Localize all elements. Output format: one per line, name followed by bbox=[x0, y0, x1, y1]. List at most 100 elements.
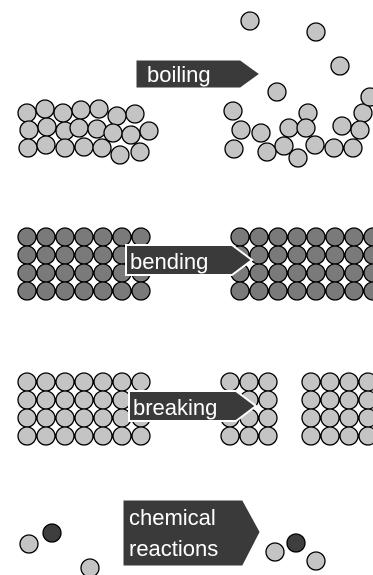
bending-right-atom bbox=[325, 245, 345, 265]
breaking-left-atom bbox=[93, 408, 113, 428]
breaking-arrow-shape bbox=[128, 390, 258, 422]
boiling-right-atom bbox=[288, 148, 308, 168]
breaking-left-atom bbox=[36, 390, 56, 410]
breaking-middle-atom bbox=[258, 408, 278, 428]
breaking-middle-atom bbox=[220, 426, 240, 446]
boiling-arrow-shape bbox=[136, 60, 259, 88]
boiling-arrow: boiling bbox=[136, 60, 259, 88]
breaking-right-atom bbox=[339, 426, 359, 446]
breaking-left-atom bbox=[17, 426, 37, 446]
product-light-atom-2 bbox=[306, 551, 326, 571]
bending-right-atom bbox=[363, 263, 373, 283]
boiling-gas-atom bbox=[240, 11, 260, 31]
bending-right-atom bbox=[325, 227, 345, 247]
breaking-left-atom bbox=[36, 426, 56, 446]
boiling-right-atom bbox=[353, 103, 373, 123]
chemical-reactions-arrow: chemical reactions bbox=[123, 500, 260, 566]
bending-left-atom bbox=[74, 227, 94, 247]
breaking-left-atom bbox=[55, 426, 75, 446]
breaking-right-atom bbox=[320, 408, 340, 428]
bending-right-atom bbox=[249, 245, 269, 265]
bending-right-atom bbox=[325, 281, 345, 301]
breaking-left-atom bbox=[131, 372, 151, 392]
bending-left-atom bbox=[93, 263, 113, 283]
breaking-right-atom bbox=[301, 426, 321, 446]
breaking-right-atom bbox=[301, 390, 321, 410]
boiling-right-atom bbox=[224, 139, 244, 159]
boiling-liquid-atom bbox=[121, 125, 141, 145]
reactant-dark-atom bbox=[42, 523, 62, 543]
bending-right-atom bbox=[306, 227, 326, 247]
chemical-reactions-arrow-shape bbox=[123, 500, 260, 566]
breaking-left-atom bbox=[74, 426, 94, 446]
bending-right-atom bbox=[325, 263, 345, 283]
breaking-left-atom bbox=[93, 372, 113, 392]
bending-right-atom bbox=[287, 281, 307, 301]
bending-right-atom bbox=[268, 281, 288, 301]
bending-left-atom bbox=[17, 281, 37, 301]
bending-left-atom bbox=[36, 245, 56, 265]
bending-left-atom bbox=[93, 281, 113, 301]
boiling-liquid-atom bbox=[69, 118, 89, 138]
breaking-right-atom bbox=[320, 372, 340, 392]
bending-left-atom bbox=[93, 245, 113, 265]
breaking-right-atom bbox=[358, 390, 373, 410]
breaking-right-atom bbox=[358, 372, 373, 392]
breaking-middle-atom bbox=[258, 390, 278, 410]
boiling-liquid-atom bbox=[107, 106, 127, 126]
bending-right-atom bbox=[287, 227, 307, 247]
bending-left-atom bbox=[74, 245, 94, 265]
breaking-right-atom bbox=[320, 390, 340, 410]
bending-left-atom bbox=[17, 227, 37, 247]
bending-left-atom bbox=[55, 245, 75, 265]
breaking-middle-atom bbox=[220, 372, 240, 392]
breaking-right-atom bbox=[301, 408, 321, 428]
boiling-gas-atom bbox=[330, 56, 350, 76]
reactant-light-atom bbox=[19, 534, 39, 554]
boiling-right-atom bbox=[257, 142, 277, 162]
breaking-right-atom bbox=[358, 408, 373, 428]
boiling-right-atom bbox=[279, 118, 299, 138]
bending-right-atom bbox=[306, 281, 326, 301]
boiling-right-atom bbox=[274, 136, 294, 156]
breaking-left-atom bbox=[55, 408, 75, 428]
breaking-right-atom bbox=[339, 390, 359, 410]
boiling-liquid-atom bbox=[37, 117, 57, 137]
bending-left-atom bbox=[55, 263, 75, 283]
bending-right-atom bbox=[344, 245, 364, 265]
breaking-left-atom bbox=[36, 372, 56, 392]
bending-left-atom bbox=[93, 227, 113, 247]
breaking-left-atom bbox=[17, 372, 37, 392]
boiling-liquid-atom bbox=[103, 123, 123, 143]
boiling-gas-atom bbox=[306, 22, 326, 42]
product-light-atom bbox=[265, 542, 285, 562]
breaking-middle-atom bbox=[258, 372, 278, 392]
breaking-right-atom bbox=[339, 372, 359, 392]
bending-right-atom bbox=[268, 263, 288, 283]
boiling-liquid-atom bbox=[130, 142, 150, 162]
boiling-right-atom bbox=[324, 138, 344, 158]
boiling-arrow-label: boiling bbox=[147, 62, 211, 87]
bending-left-atom bbox=[131, 227, 151, 247]
breaking-right-atom bbox=[301, 372, 321, 392]
bending-arrow-shape bbox=[125, 244, 254, 276]
bending-left-atom bbox=[36, 263, 56, 283]
boiling-liquid-atom bbox=[110, 145, 130, 165]
boiling-right-atom bbox=[305, 135, 325, 155]
boiling-right-atom bbox=[343, 138, 363, 158]
breaking-left-atom bbox=[17, 408, 37, 428]
breaking-left-atom bbox=[55, 372, 75, 392]
bending-right-atom bbox=[344, 281, 364, 301]
breaking-left-atom bbox=[17, 390, 37, 410]
bending-right-atom bbox=[268, 245, 288, 265]
breaking-right-atom bbox=[339, 408, 359, 428]
breaking-left-atom bbox=[55, 390, 75, 410]
breaking-left-atom bbox=[93, 390, 113, 410]
bending-right-atom bbox=[306, 245, 326, 265]
bending-right-atom bbox=[344, 263, 364, 283]
breaking-left-atom bbox=[112, 426, 132, 446]
breaking-right-atom bbox=[320, 426, 340, 446]
bending-left-atom bbox=[112, 281, 132, 301]
